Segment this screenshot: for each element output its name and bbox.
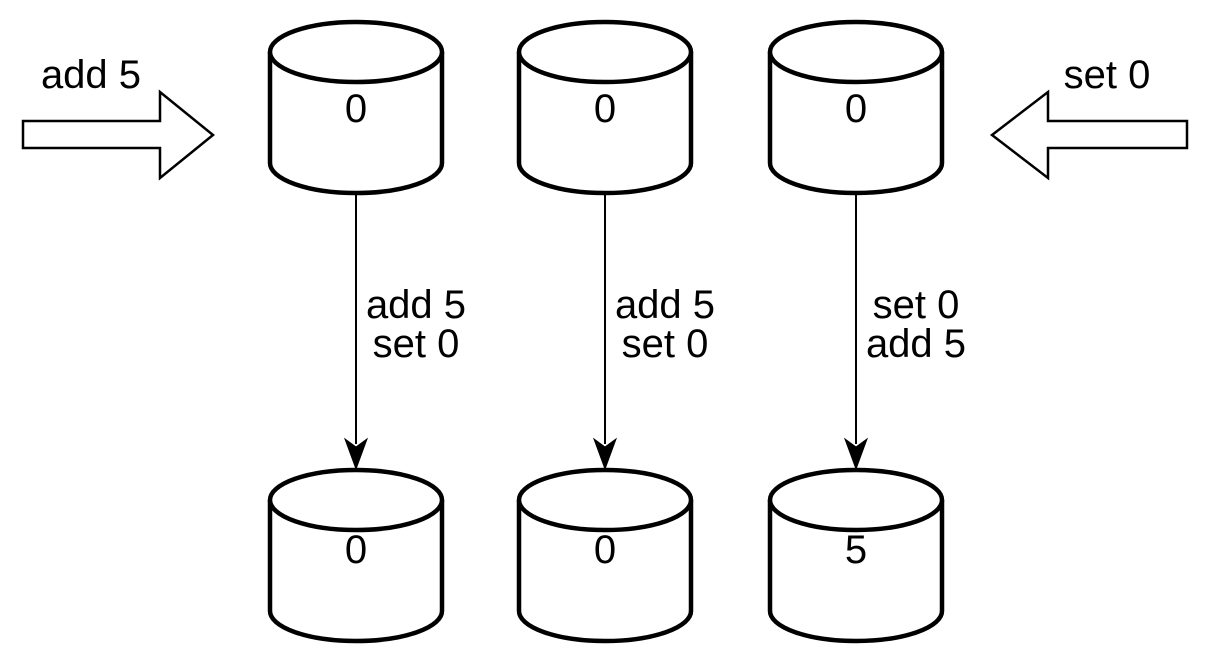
db-cylinder-top-1: 0 (267, 19, 445, 196)
cylinder-top-ellipse (267, 19, 445, 85)
replication-arrow-1: add 5 set 0 (343, 193, 466, 471)
arrowhead-down-icon (592, 437, 618, 471)
cylinder-top-ellipse (767, 467, 945, 533)
block-arrow-right-icon (21, 89, 215, 181)
db-value-initial-2: 0 (594, 87, 616, 131)
incoming-right-label: set 0 (1064, 53, 1151, 97)
ops-label-line2: set 0 (373, 322, 460, 366)
ops-label-line1: add 5 (366, 283, 466, 327)
ops-label-line1: set 0 (873, 283, 960, 327)
cylinder-body (516, 500, 694, 644)
incoming-write-right: set 0 (989, 53, 1189, 181)
cylinder-top-ellipse (767, 19, 945, 85)
ops-label-line2: set 0 (622, 322, 709, 366)
cylinder-body (767, 52, 945, 196)
db-value-final-1: 0 (345, 528, 367, 572)
arrowhead-down-icon (343, 437, 369, 471)
db-value-final-3: 5 (845, 528, 867, 572)
ops-label-line2: add 5 (866, 322, 966, 366)
db-cylinder-top-3: 0 (767, 19, 945, 196)
cylinder-body (767, 500, 945, 644)
block-arrow-left-icon (989, 89, 1189, 181)
cylinder-top-ellipse (516, 19, 694, 85)
ops-label-line1: add 5 (615, 283, 715, 327)
db-cylinder-bottom-2: 0 (516, 467, 694, 644)
db-cylinder-bottom-1: 0 (267, 467, 445, 644)
replication-arrow-2: add 5 set 0 (592, 193, 715, 471)
cylinder-top-ellipse (516, 467, 694, 533)
cylinder-top-ellipse (267, 467, 445, 533)
incoming-write-left: add 5 (21, 53, 215, 181)
db-cylinder-bottom-3: 5 (767, 467, 945, 644)
db-cylinder-top-2: 0 (516, 19, 694, 196)
db-value-initial-3: 0 (845, 87, 867, 131)
cylinder-body (516, 52, 694, 196)
replication-arrow-3: set 0 add 5 (843, 193, 966, 471)
db-value-final-2: 0 (594, 528, 616, 572)
incoming-left-label: add 5 (41, 53, 141, 97)
cylinder-body (267, 500, 445, 644)
cylinder-body (267, 52, 445, 196)
arrowhead-down-icon (843, 437, 869, 471)
db-value-initial-1: 0 (345, 87, 367, 131)
